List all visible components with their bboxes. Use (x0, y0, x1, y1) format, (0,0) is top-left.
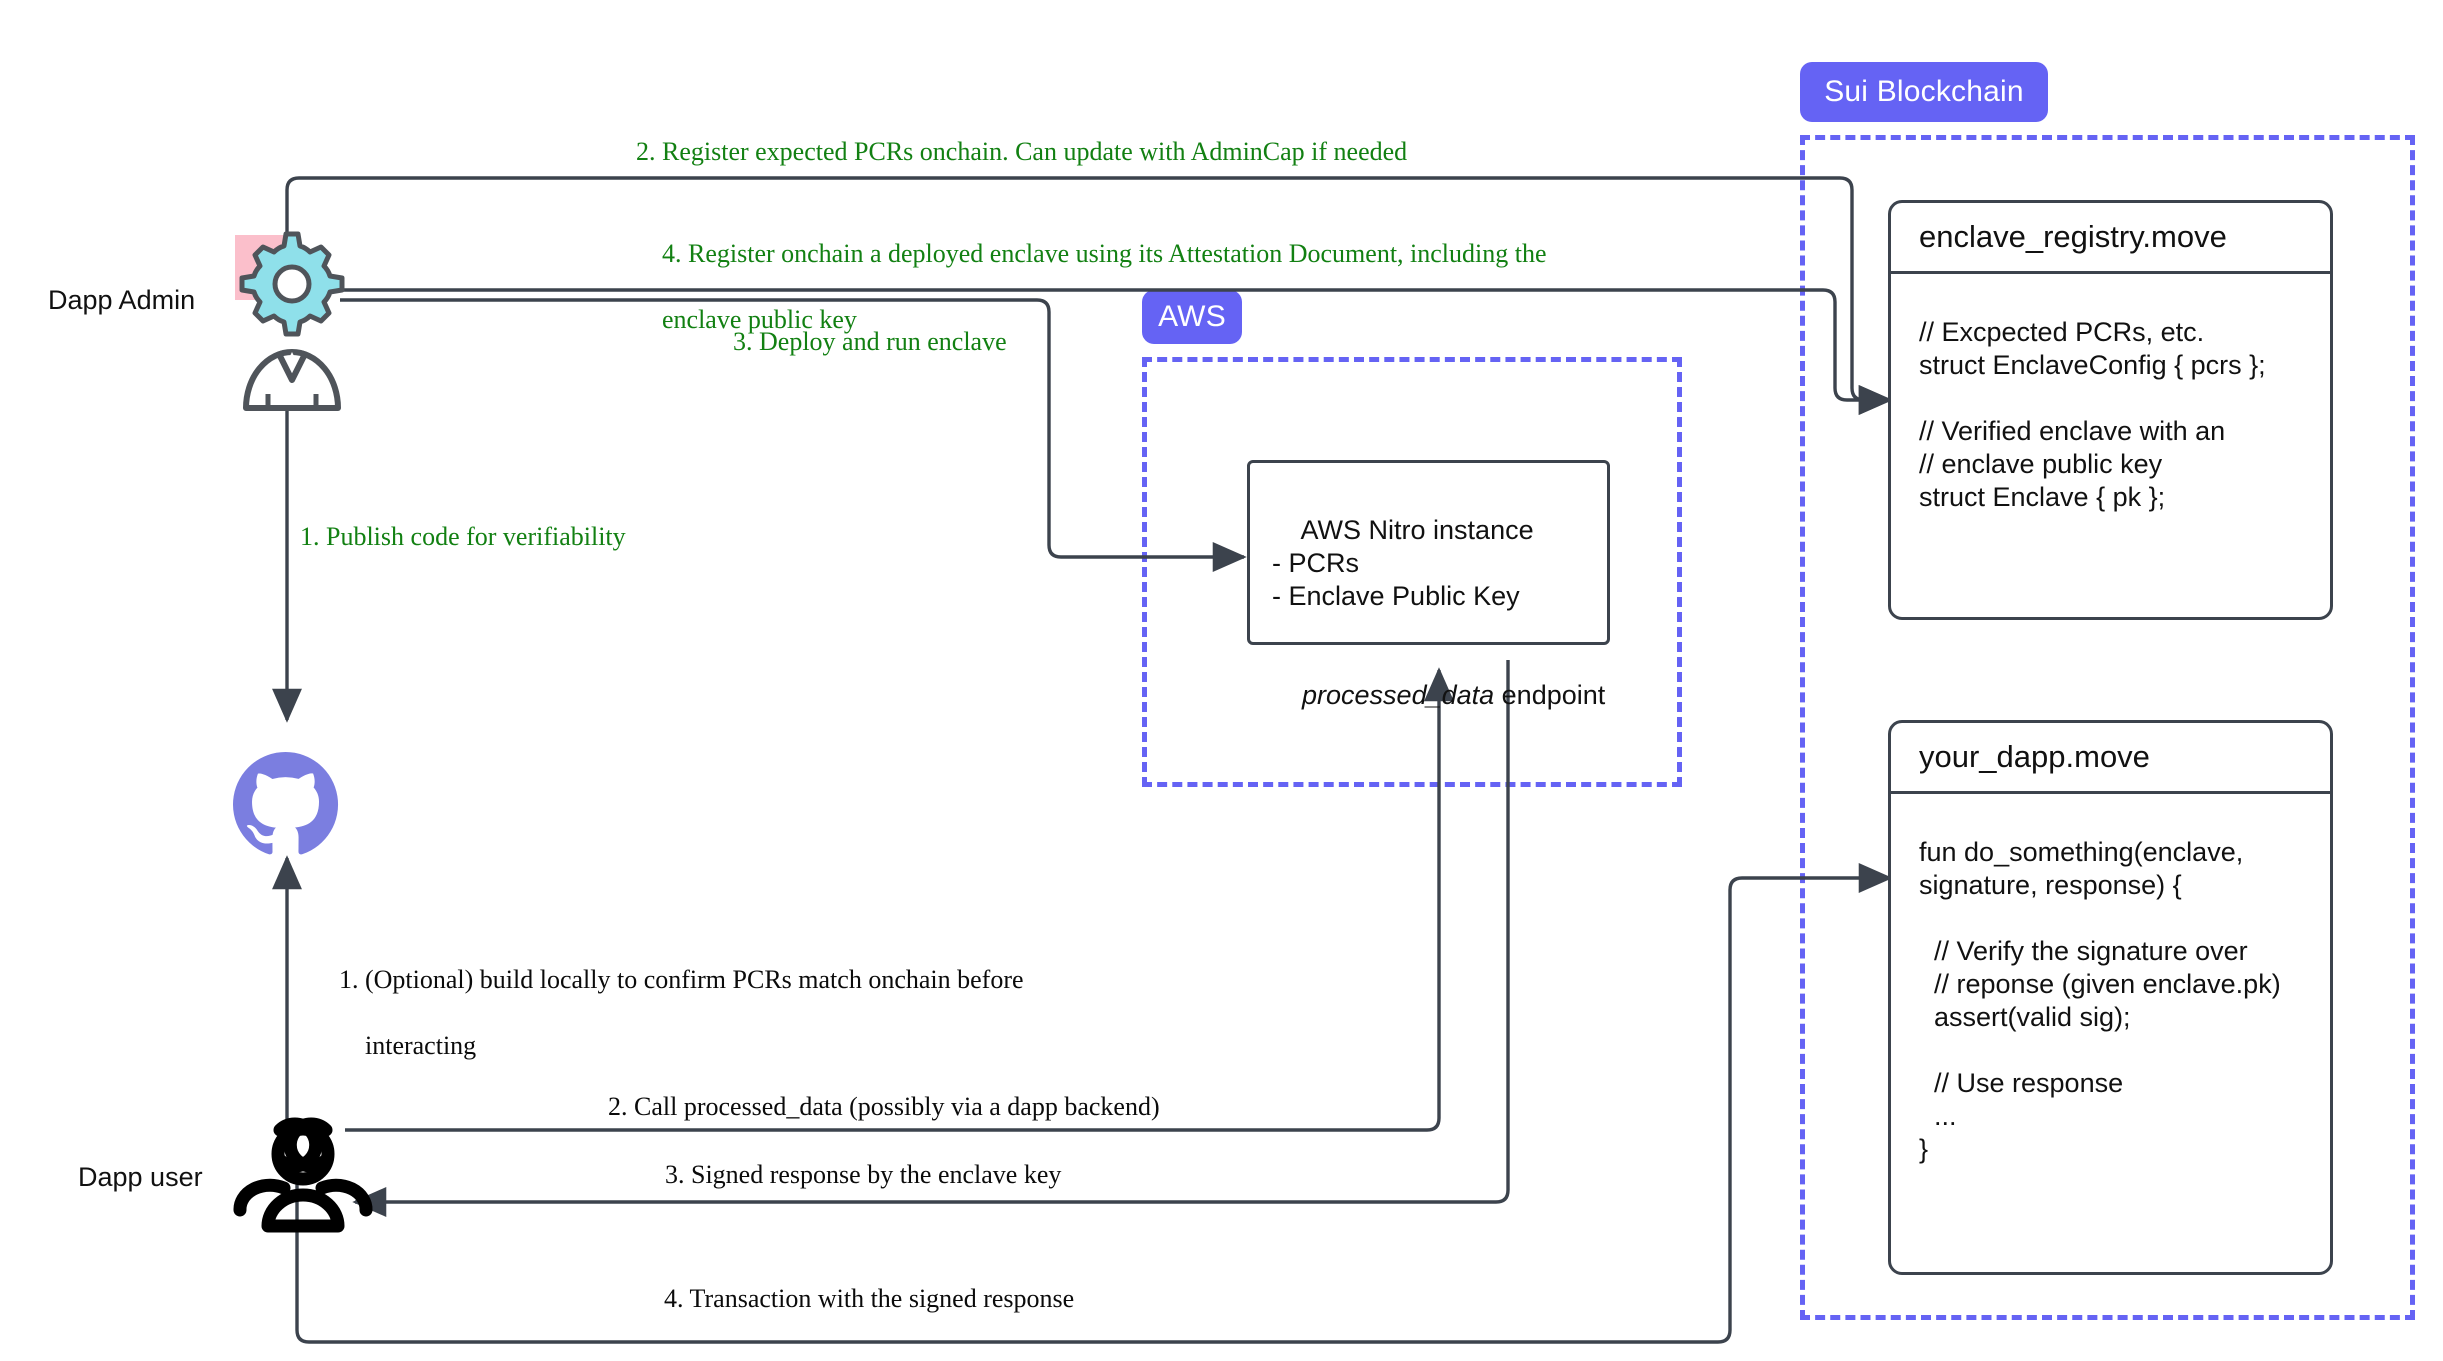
step-label-register-enclave: 4. Register onchain a deployed enclave u… (636, 204, 1547, 369)
dapp-user-label: Dapp user (78, 1162, 203, 1192)
edge-admin-register-pcrs (285, 176, 1893, 415)
nitro-lines: AWS Nitro instance - PCRs - Enclave Publ… (1272, 515, 1534, 611)
step-label-build-locally-line1: 1. (Optional) build locally to confirm P… (339, 965, 1024, 994)
aws-badge-label: AWS (1158, 300, 1226, 333)
step-label-build-locally-line2: interacting (365, 1031, 477, 1060)
sui-badge: Sui Blockchain (1800, 62, 2048, 122)
step-label-register-enclave-line2: enclave public key (662, 305, 857, 334)
module-body-enclave-registry: // Excpected PCRs, etc. struct EnclaveCo… (1919, 317, 2266, 512)
step-label-publish-code: 1. Publish code for verifiability (300, 522, 626, 551)
module-body-your-dapp: fun do_something(enclave, signature, res… (1919, 837, 2281, 1164)
module-title-your-dapp: your_dapp.move (1891, 723, 2330, 794)
module-title-enclave-registry: enclave_registry.move (1891, 203, 2330, 274)
module-card-your-dapp: your_dapp.move fun do_something(enclave,… (1888, 720, 2333, 1275)
module-card-enclave-registry: enclave_registry.move // Excpected PCRs,… (1888, 200, 2333, 620)
aws-badge: AWS (1142, 290, 1242, 344)
step-label-register-enclave-line1: 4. Register onchain a deployed enclave u… (662, 239, 1547, 268)
dapp-admin-label: Dapp Admin (48, 285, 196, 315)
step-label-deploy-enclave: 3. Deploy and run enclave (733, 327, 1007, 356)
nitro-endpoint-name: processed_data (1302, 680, 1495, 710)
step-label-build-locally: 1. (Optional) build locally to confirm P… (313, 930, 1024, 1095)
step-label-transaction: 4. Transaction with the signed response (664, 1284, 1075, 1313)
edge-admin-deploy-enclave (340, 298, 1247, 572)
step-label-register-pcrs: 2. Register expected PCRs onchain. Can u… (636, 137, 1408, 166)
nitro-endpoint-suffix: endpoint (1494, 680, 1606, 710)
edge-admin-register-enclave (340, 288, 1893, 415)
step-label-call-processed-data: 2. Call processed_data (possibly via a d… (608, 1092, 1160, 1121)
step-label-signed-response: 3. Signed response by the enclave key (665, 1160, 1062, 1189)
edge-user-transaction (295, 863, 1893, 1344)
sui-region-boundary (1800, 135, 2415, 1320)
aws-nitro-instance-box: AWS Nitro instance - PCRs - Enclave Publ… (1247, 460, 1610, 710)
edge-user-call-processed-data (345, 667, 1454, 1132)
edge-enclave-signed-response (352, 660, 1510, 1217)
sui-badge-label: Sui Blockchain (1824, 75, 2024, 108)
aws-region-boundary (1142, 357, 1682, 787)
